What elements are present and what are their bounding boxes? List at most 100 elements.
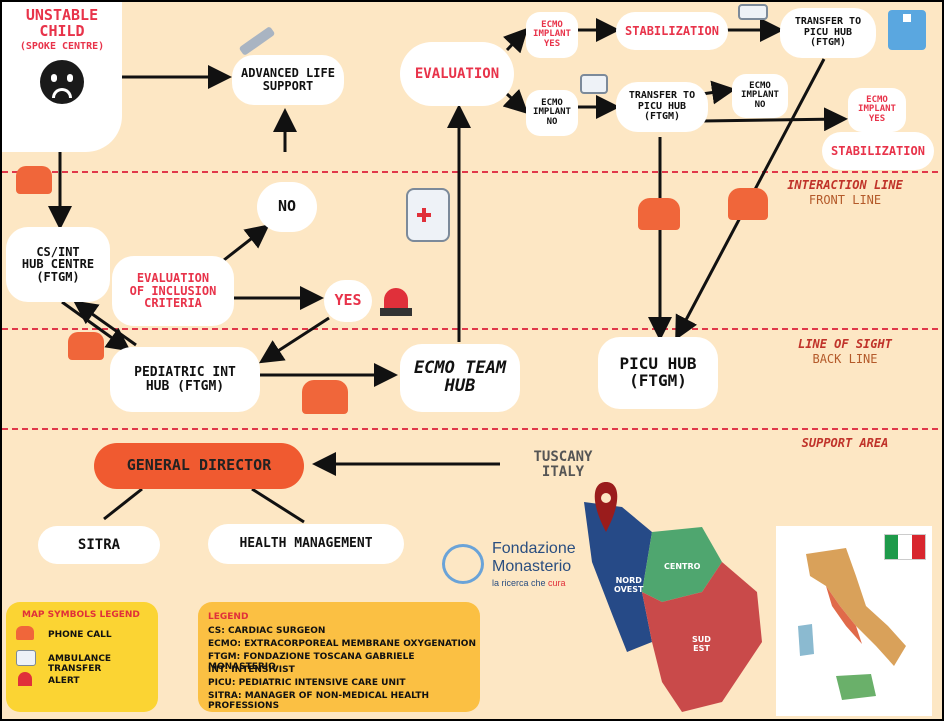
nord-ovest-region: [584, 502, 652, 652]
health-management-label: HEALTH MANAGEMENT: [239, 536, 373, 552]
yes-small-label: YES: [543, 38, 561, 49]
italy-flag-icon: [884, 534, 926, 560]
advanced-life-label: ADVANCED LIFE: [241, 66, 335, 81]
unstable-child-node: UNSTABLE CHILD (SPOKE CENTRE): [2, 2, 122, 152]
ftgm-label: (FTGM): [36, 269, 80, 284]
spoke-centre-label: (SPOKE CENTRE): [19, 40, 105, 52]
italy-map-box: [776, 526, 932, 716]
legend-item: CS: CARDIAC SURGEON: [208, 626, 326, 636]
pediatric-int-label: PEDIATRIC INT: [134, 364, 236, 380]
general-director-node: GENERAL DIRECTOR: [94, 443, 304, 489]
italy-label: ITALY: [541, 464, 585, 481]
criteria-label: CRITERIA: [144, 296, 202, 311]
ftgm-main-label: (FTGM): [629, 371, 687, 390]
legend-item: SITRA: MANAGER OF NON-MEDICAL HEALTH PRO…: [208, 691, 430, 711]
stabilization-right-label: STABILIZATION: [831, 143, 925, 158]
ecmo-no-right-label: ECMO: [749, 80, 771, 91]
ambulance-icon: [406, 188, 450, 242]
support-area-title: SUPPORT AREA: [801, 436, 889, 450]
legend-title: LEGEND: [208, 612, 249, 622]
evaluation-top-label: EVALUATION: [414, 65, 500, 82]
tuscany-italy-label: TUSCANY ITALY: [522, 449, 604, 481]
phone-icon: [302, 380, 348, 414]
sad-face-icon: [40, 60, 84, 104]
back-line-title: BACK LINE: [812, 352, 878, 366]
phone-icon: [638, 198, 680, 230]
stabilization-top-node: STABILIZATION: [616, 12, 728, 50]
tagline-text: la ricerca che: [492, 578, 549, 588]
tuscany-label: TUSCANY: [533, 449, 593, 465]
no-label: NO: [277, 197, 297, 216]
ecmo-implant-no-right-node: ECMO IMPLANT NO: [732, 74, 788, 118]
sud-label: SUD: [692, 635, 711, 644]
ecmo-label: ECMO: [541, 19, 563, 30]
cs-int-label: CS/INT: [36, 244, 80, 259]
support-area-label: SUPPORT AREA: [790, 436, 900, 451]
legend-alert-label: ALERT: [48, 676, 80, 686]
ambulance-icon: [738, 4, 768, 20]
yes-node: YES: [324, 280, 372, 322]
hospital-icon: [888, 10, 926, 50]
hub-centre-label: HUB CENTRE: [21, 257, 95, 272]
director-links: [103, 487, 305, 524]
advanced-life-support-node: ADVANCED LIFE SUPPORT: [232, 55, 344, 105]
line-of-sight-label: LINE OF SIGHT BACK LINE: [790, 337, 900, 367]
hub-ftgm-label: HUB (FTGM): [145, 378, 225, 394]
alert-siren-icon: [378, 278, 414, 318]
logo-name: Fondazione: [492, 540, 576, 557]
sud-est-region: [642, 562, 762, 712]
general-director-label: GENERAL DIRECTOR: [126, 456, 272, 475]
child-label: CHILD: [39, 21, 85, 40]
ambulance-icon: [16, 650, 36, 666]
logo-mark-icon: [442, 544, 484, 584]
map-pin-icon: [594, 482, 618, 532]
fondazione-monasterio-logo: Fondazione Monasterio la ricerca che cur…: [442, 540, 592, 590]
unstable-label: UNSTABLE: [25, 6, 99, 24]
centro-label: CENTRO: [664, 562, 701, 571]
evaluation-label: EVALUATION: [136, 271, 210, 286]
legend-item: FTGM: FONDAZIONE TOSCANA GABRIELE MONAST…: [208, 652, 415, 672]
ecmo-implant-yes-right-node: ECMO IMPLANT YES: [848, 88, 906, 132]
no-small-label: NO: [546, 116, 558, 127]
ecmo-yes-right-label: ECMO: [866, 94, 888, 105]
legend-item: PICU: PEDIATRIC INTENSIVE CARE UNIT: [208, 678, 406, 688]
implant-no-right-label: IMPLANT: [741, 90, 779, 101]
ecmo-implant-no-node: ECMO IMPLANT NO: [526, 90, 578, 136]
est-label: EST: [693, 643, 710, 653]
ecmo-team-hub-node: ECMO TEAM HUB: [400, 344, 520, 412]
legend-phone-label: PHONE CALL: [48, 630, 112, 640]
ambulance-icon: [580, 74, 608, 94]
no-right-label: NO: [754, 99, 766, 110]
legend-ambulance-label: AMBULANCE TRANSFER: [48, 654, 112, 674]
picu-hub-label: PICU HUB: [803, 26, 853, 38]
ecmo-team-label: ECMO TEAM: [413, 358, 507, 379]
implant-yes-right-label: IMPLANT: [858, 104, 896, 115]
yes-label: YES: [334, 291, 362, 310]
nord-label: NORD: [615, 576, 642, 585]
health-management-node: HEALTH MANAGEMENT: [208, 524, 404, 564]
flow-arrows: [48, 18, 848, 476]
interaction-line-title: INTERACTION LINE: [787, 178, 903, 192]
yes-right-label: YES: [868, 113, 886, 124]
phone-icon: [728, 188, 768, 220]
stabilization-top-label: STABILIZATION: [625, 23, 719, 38]
symbols-legend-title: MAP SYMBOLS LEGEND: [22, 610, 140, 620]
implant-label: IMPLANT: [533, 29, 571, 40]
evaluation-inclusion-node: EVALUATION OF INCLUSION CRITERIA: [112, 256, 234, 326]
sitra-node: SITRA: [38, 526, 160, 564]
implant-no-label: IMPLANT: [533, 107, 571, 118]
picu-hub-main-label: PICU HUB: [619, 354, 697, 374]
map-label-nord-ovest: NORD OVEST: [614, 576, 643, 595]
transfer-mid-node: TRANSFER TO PICU HUB (FTGM): [616, 82, 708, 132]
phone-icon: [16, 626, 34, 640]
logo-name-2: Monasterio: [492, 558, 572, 575]
stabilization-right-node: STABILIZATION: [822, 132, 934, 170]
sitra-label: SITRA: [77, 536, 121, 553]
ftgm-top-label: (FTGM): [809, 37, 847, 49]
legend-item: INT: INTENSIVIST: [208, 665, 295, 675]
interaction-line-label: INTERACTION LINE FRONT LINE: [780, 178, 910, 208]
phone-icon: [16, 166, 52, 194]
logo-tagline: la ricerca che cura: [492, 578, 566, 588]
